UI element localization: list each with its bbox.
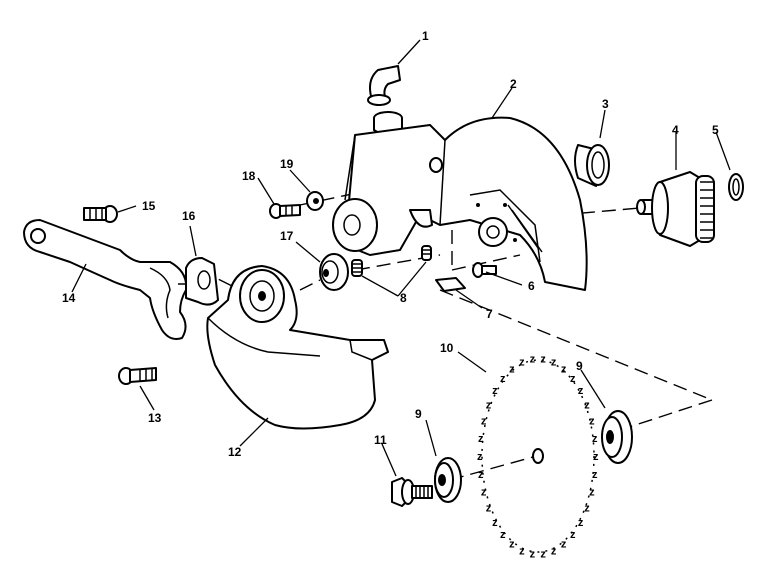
blade-tooth: z — [578, 385, 584, 397]
blade-tooth: z — [500, 529, 506, 541]
blade-tooth: z — [477, 451, 483, 463]
blade-tooth: z — [478, 469, 484, 481]
part-5-retaining-ring — [728, 173, 744, 201]
callout-leaders — [71, 39, 731, 477]
callout-9-outer: 9 — [576, 359, 583, 373]
callout-3: 3 — [602, 97, 609, 111]
part-9-blade-flange-outer — [601, 410, 633, 464]
blade-tooth: z — [561, 363, 567, 375]
callout-14: 14 — [62, 291, 76, 305]
blade-tooth: z — [561, 539, 567, 551]
blade-tooth: z — [492, 517, 498, 529]
part-19-nut — [306, 191, 324, 211]
blade-tooth: z — [551, 545, 557, 557]
blade-tooth: z — [519, 545, 525, 557]
callout-2: 2 — [510, 77, 517, 91]
part-11-arbor-bolt — [391, 477, 433, 507]
callout-8: 8 — [400, 291, 407, 305]
blade-tooth: z — [584, 503, 590, 515]
callout-4: 4 — [672, 123, 679, 137]
part-6-screw — [472, 262, 497, 278]
part-2-upper-blade-guard — [332, 116, 588, 291]
blade-tooth: z — [530, 549, 536, 561]
callout-5: 5 — [712, 123, 719, 137]
blade-tooth: z — [578, 517, 584, 529]
callout-19: 19 — [280, 157, 294, 171]
callout-9-inner: 9 — [415, 407, 422, 421]
part-4-gear-hub — [636, 171, 715, 247]
blade-tooth: z — [486, 503, 492, 515]
callout-18: 18 — [242, 169, 256, 183]
callout-6: 6 — [528, 279, 535, 293]
blade-tooth: z — [530, 353, 536, 365]
blade-tooth: z — [486, 399, 492, 411]
callout-13: 13 — [148, 411, 162, 425]
blade-tooth: z — [570, 529, 576, 541]
callout-17: 17 — [280, 229, 294, 243]
callout-16: 16 — [182, 209, 196, 223]
part-7-square-nut — [435, 277, 466, 292]
part-3-bearing-ring — [574, 144, 610, 187]
blade-tooth: z — [589, 486, 595, 498]
blade-tooth: z — [589, 416, 595, 428]
blade-tooth: z — [481, 486, 487, 498]
callout-11: 11 — [374, 433, 387, 447]
part-14-link-lever — [23, 219, 188, 340]
part-9-blade-flange-inner — [434, 457, 462, 503]
blade-tooth: z — [592, 433, 598, 445]
blade-tooth: z — [592, 469, 598, 481]
callout-10: 10 — [440, 341, 454, 355]
part-1-elbow-fitting — [367, 65, 403, 136]
blade-tooth: z — [481, 416, 487, 428]
callout-7: 7 — [486, 307, 493, 321]
callout-12: 12 — [228, 445, 242, 459]
blade-tooth: z — [540, 353, 546, 365]
callout-15: 15 — [142, 199, 156, 213]
blade-tooth: z — [540, 549, 546, 561]
part-17-spacer — [319, 253, 349, 291]
part-8-springs — [351, 245, 432, 277]
blade-tooth: z — [500, 373, 506, 385]
part-16-bracket — [178, 257, 219, 306]
blade-tooth: z — [492, 385, 498, 397]
blade-tooth: z — [593, 451, 599, 463]
callout-1: 1 — [422, 29, 429, 43]
blade-tooth: z — [584, 399, 590, 411]
part-13-shoulder-screw — [118, 367, 157, 385]
blade-tooth: z — [570, 373, 576, 385]
callout-labels: 1 2 3 4 5 6 7 8 9 9 10 11 12 13 14 15 16… — [62, 29, 719, 459]
blade-tooth: z — [478, 433, 484, 445]
blade-tooth: z — [509, 363, 515, 375]
blade-tooth: z — [551, 357, 557, 369]
blade-tooth: z — [519, 357, 525, 369]
part-15-screw — [83, 205, 118, 223]
blade-tooth: z — [509, 539, 515, 551]
part-18-screw — [269, 203, 301, 219]
part-12-lower-blade-guard — [206, 265, 389, 430]
